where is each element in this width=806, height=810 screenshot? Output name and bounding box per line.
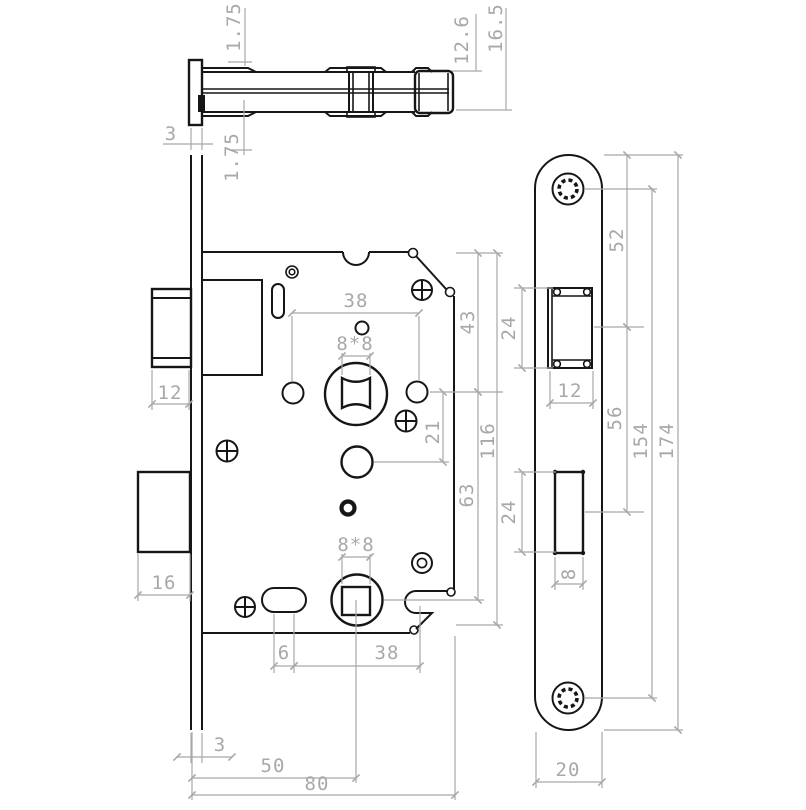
latch-side-view: 1.75 12.6 16.5 bbox=[187, 2, 512, 127]
lock-case-outline bbox=[202, 247, 456, 635]
shank-ledge-bottom-2 bbox=[324, 111, 387, 117]
snib-pivot-upper bbox=[446, 587, 456, 597]
spring-post bbox=[339, 499, 357, 517]
dim-label-spindle-square-bottom: 8*8 bbox=[337, 534, 374, 556]
dim-label-deadbolt-opening-height: 24 bbox=[498, 500, 520, 525]
dim-label-backset: 50 bbox=[261, 755, 286, 777]
torx-screw-icon bbox=[551, 172, 585, 206]
shank-ledge-top-1 bbox=[201, 67, 257, 73]
bolt-shank bbox=[201, 67, 449, 117]
snib-hook-cutout bbox=[404, 590, 448, 630]
dim-label-latch-height: 12 bbox=[158, 382, 183, 404]
shank-ledge-top-2 bbox=[324, 67, 387, 73]
spindle-hub-upper bbox=[323, 361, 389, 427]
latch-bolt bbox=[150, 287, 193, 369]
dim-label-handle-spacing: 38 bbox=[344, 290, 369, 312]
dim-label-body-depth: 80 bbox=[305, 773, 330, 795]
dim-label-overall-height: 116 bbox=[477, 422, 499, 459]
phillips-screw-icon bbox=[411, 279, 433, 301]
top-view-dimensions: 1.75 12.6 16.5 bbox=[223, 2, 512, 111]
dim-label-latch-opening-width: 12 bbox=[558, 380, 583, 402]
dim-label-screw-to-latch: 52 bbox=[606, 228, 628, 253]
faceplate-edge bbox=[190, 155, 203, 730]
case-top-notch bbox=[342, 251, 370, 266]
front-view-dimensions: 3 1.75 38 8*8 43 21 116 63 bbox=[133, 100, 503, 800]
corner-pivot-right bbox=[444, 286, 456, 298]
pin-hole-upper bbox=[354, 320, 370, 336]
dim-label-plate-thickness-top: 3 bbox=[165, 123, 177, 145]
deadbolt bbox=[136, 470, 192, 554]
dim-label-plate-lip-lower: 1.75 bbox=[221, 132, 243, 182]
dim-label-plate-lip: 1.75 bbox=[223, 2, 245, 52]
slot-horizontal bbox=[261, 587, 307, 613]
dim-label-slot-to-hub: 38 bbox=[375, 642, 400, 664]
bolt-head bbox=[413, 69, 455, 115]
snib-pivot-lower bbox=[409, 625, 419, 635]
dim-label-spindle-to-lower: 63 bbox=[456, 483, 478, 508]
deadbolt-opening bbox=[552, 469, 586, 556]
spindle-hub-lower bbox=[330, 573, 384, 627]
shank-ledge-bottom-1 bbox=[201, 111, 257, 117]
dim-label-head-total: 16.5 bbox=[485, 3, 507, 53]
phillips-screw-icon bbox=[234, 596, 256, 618]
torx-screw-icon bbox=[551, 681, 585, 715]
spring-catch bbox=[198, 95, 205, 112]
slot-vertical bbox=[271, 283, 285, 319]
dim-label-screw-spacing: 154 bbox=[630, 422, 652, 459]
fixing-post-top bbox=[285, 265, 299, 279]
lock-body-front-view: 3 1.75 38 8*8 43 21 116 63 bbox=[133, 100, 503, 800]
dim-label-plate-width: 20 bbox=[556, 759, 581, 781]
phillips-screw-icon bbox=[215, 439, 239, 463]
phillips-screw-icon bbox=[394, 409, 418, 433]
faceplate-dimensions: 52 56 154 174 24 24 12 8 bbox=[498, 150, 683, 788]
faceplate-outline bbox=[534, 154, 603, 731]
dim-label-spindle-square-top: 8*8 bbox=[336, 333, 373, 355]
handle-hole-left bbox=[281, 381, 305, 405]
bolt-collar bbox=[346, 66, 376, 118]
dim-label-top-to-spindle: 43 bbox=[457, 310, 479, 335]
dim-label-latch-opening-height: 24 bbox=[498, 316, 520, 341]
dim-label-latch-to-deadbolt: 56 bbox=[604, 406, 626, 431]
faceplate-view: 52 56 154 174 24 24 12 8 bbox=[498, 150, 683, 788]
handle-hole-right bbox=[405, 380, 429, 404]
dim-label-spindle-to-cylinder: 21 bbox=[422, 420, 444, 445]
dim-label-plate-thickness-bottom: 3 bbox=[214, 734, 226, 756]
latch-opening bbox=[547, 287, 593, 369]
dim-label-deadbolt-opening-width: 8 bbox=[558, 568, 580, 580]
cylinder-hole bbox=[340, 445, 374, 479]
dim-label-slot-length: 6 bbox=[278, 642, 290, 664]
dim-label-deadbolt-height: 16 bbox=[152, 572, 177, 594]
latch-housing bbox=[201, 279, 263, 376]
corner-pivot-top bbox=[407, 247, 419, 259]
dim-label-head-width: 12.6 bbox=[451, 15, 473, 65]
dim-label-plate-length: 174 bbox=[656, 422, 678, 459]
fixing-post-bottom bbox=[411, 552, 433, 574]
